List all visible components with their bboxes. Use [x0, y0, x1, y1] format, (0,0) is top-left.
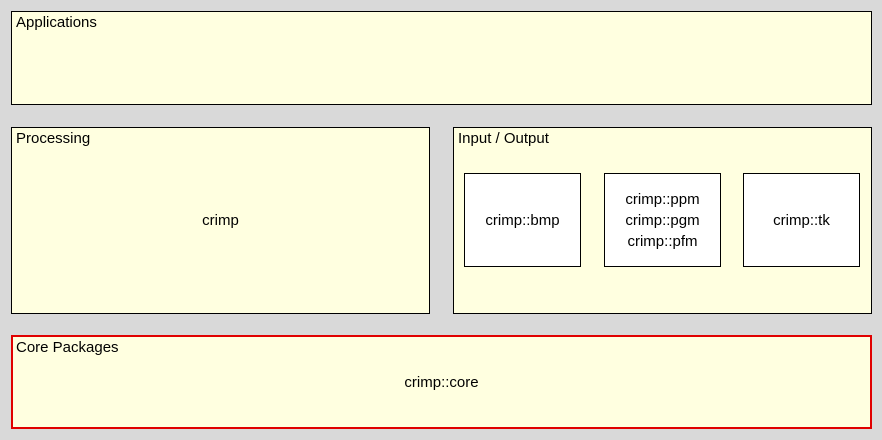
- core-title: Core Packages: [16, 339, 119, 356]
- processing-title: Processing: [16, 130, 91, 147]
- io-layer: Input / Output crimp::bmp crimp::ppm cri…: [453, 127, 872, 314]
- io-package-bmp: crimp::bmp: [464, 173, 581, 267]
- applications-title: Applications: [16, 14, 97, 31]
- io-package-pfm-label: crimp::pfm: [627, 232, 698, 250]
- core-layer: Core Packages crimp::core: [11, 335, 872, 429]
- io-package-ppm-label: crimp::ppm: [625, 190, 700, 208]
- io-package-tk: crimp::tk: [743, 173, 860, 267]
- io-title: Input / Output: [458, 130, 549, 147]
- io-package-pgm-label: crimp::pgm: [625, 211, 700, 229]
- applications-layer: Applications: [11, 11, 872, 105]
- io-package-bmp-label: crimp::bmp: [485, 211, 560, 229]
- io-package-tk-label: crimp::tk: [773, 211, 830, 229]
- processing-layer: Processing crimp: [11, 127, 430, 314]
- core-package-label: crimp::core: [404, 374, 479, 391]
- io-package-pnm: crimp::ppm crimp::pgm crimp::pfm: [604, 173, 721, 267]
- processing-package-label: crimp: [202, 212, 239, 229]
